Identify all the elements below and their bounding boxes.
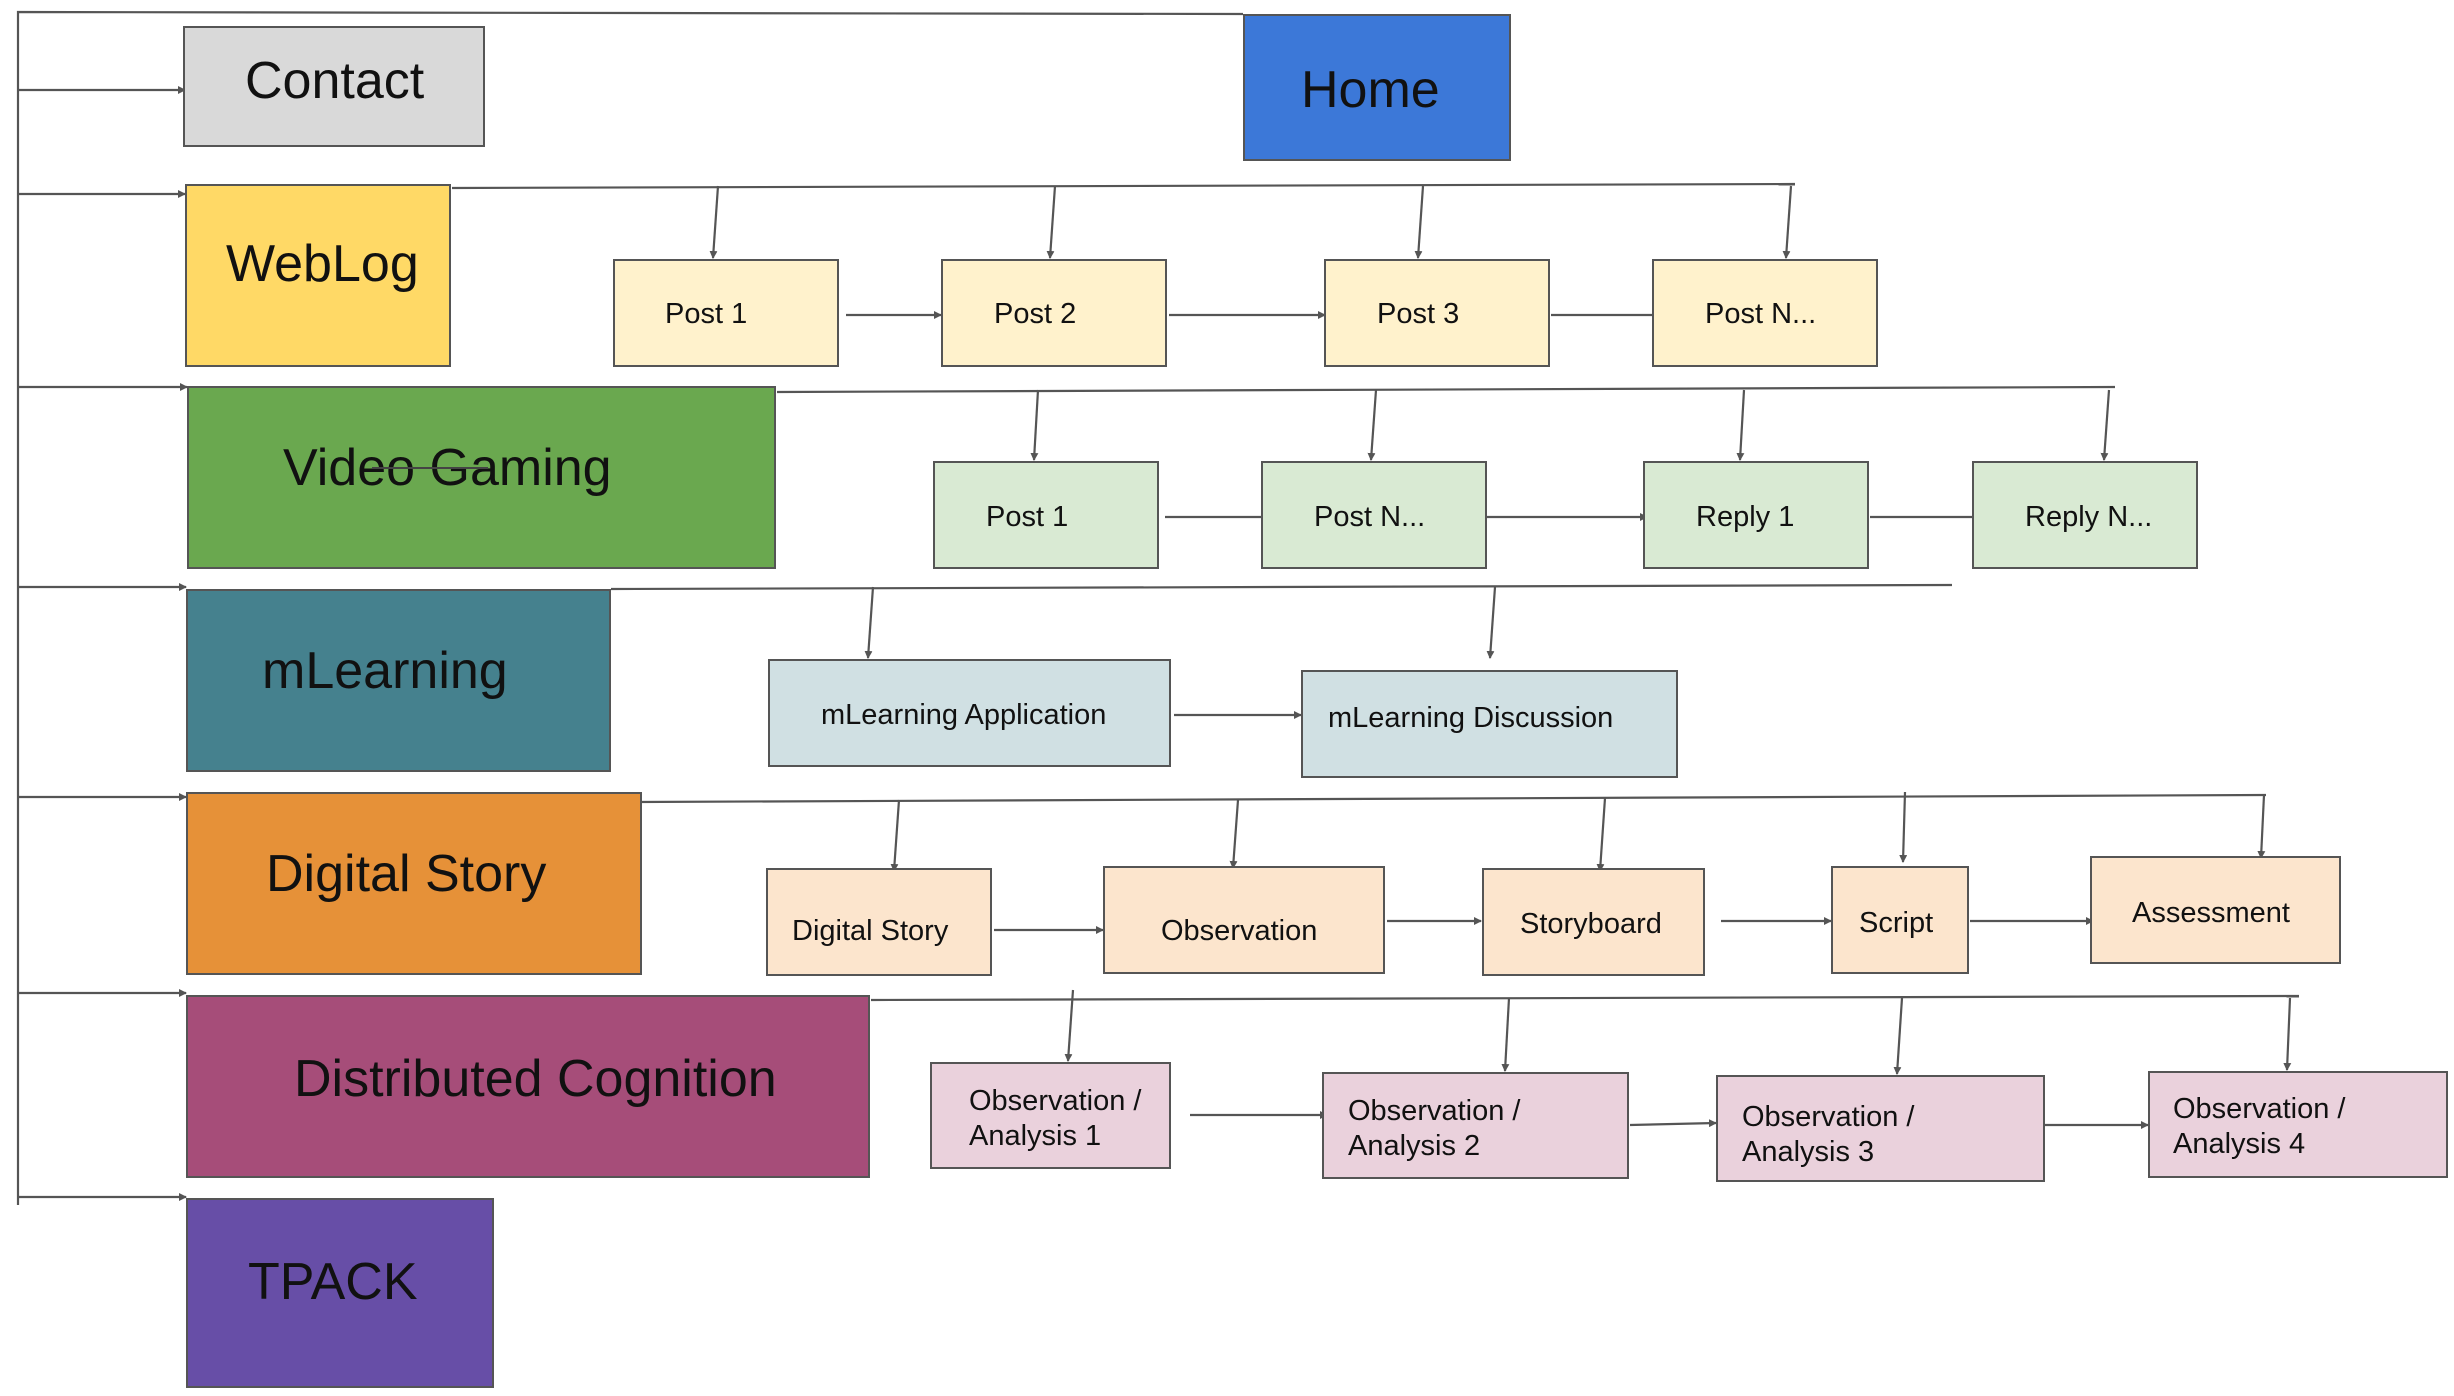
video-gaming-item-label: Post N... (1314, 501, 1426, 533)
weblog-drop-3 (1414, 185, 1425, 259)
cognition-item-line2: Analysis 2 (1348, 1130, 1481, 1162)
cognition-item-line2: Analysis 4 (2173, 1128, 2306, 1160)
video-drop-2 (1367, 389, 1378, 461)
video-gaming-item-label: Post 1 (986, 501, 1069, 533)
cognition-drop-3 (1893, 997, 1904, 1075)
weblog-drop-4 (1782, 185, 1793, 259)
weblog-label: WebLog (226, 235, 419, 293)
mlearning-item[interactable]: mLearning Application (768, 659, 1171, 767)
digital-story-drop-4 (1899, 791, 1908, 863)
digital-story-item[interactable]: Digital Story (766, 868, 992, 976)
cognition-item[interactable]: Observation / Analysis 1 (930, 1062, 1171, 1169)
video-gaming-node[interactable]: Video Gaming (187, 386, 776, 569)
digital-story-item-label: Assessment (2132, 897, 2290, 929)
digital-story-label: Digital Story (266, 845, 547, 903)
weblog-drop-2 (1046, 185, 1057, 259)
cognition-item-line1: Observation / (1348, 1095, 1521, 1127)
contact-label: Contact (245, 52, 425, 110)
weblog-node[interactable]: WebLog (185, 184, 451, 367)
cognition-item[interactable]: Observation / Analysis 3 (1716, 1075, 2045, 1182)
digital-story-bus-line (636, 793, 2267, 804)
tpack-label: TPACK (248, 1253, 418, 1311)
mlearning-bus-line (610, 583, 1953, 591)
mlearning-item-label: mLearning Discussion (1328, 702, 1614, 734)
video-bus-line (776, 385, 2116, 394)
weblog-item[interactable]: Post 2 (941, 259, 1167, 367)
mlearning-item-label: mLearning Application (821, 699, 1107, 731)
digital-story-drop-1 (890, 799, 901, 872)
mlearning-drop-2 (1486, 586, 1497, 659)
digital-story-drop-3 (1596, 797, 1607, 872)
video-gaming-strike-line (372, 467, 488, 469)
home-node[interactable]: Home (1243, 14, 1511, 161)
digital-story-item[interactable]: Script (1831, 866, 1969, 974)
cognition-item-line2: Analysis 1 (969, 1120, 1102, 1152)
distributed-cognition-label: Distributed Cognition (294, 1050, 777, 1108)
video-drop-1 (1030, 389, 1040, 461)
tpack-node[interactable]: TPACK (186, 1198, 494, 1388)
cognition-drop-2 (1501, 997, 1511, 1072)
mlearning-node[interactable]: mLearning (186, 589, 611, 772)
weblog-item-label: Post 2 (994, 298, 1077, 330)
mlearning-drop-1 (864, 586, 875, 659)
home-label: Home (1301, 61, 1440, 119)
cognition-drop-4 (2283, 997, 2292, 1071)
cognition-chain-2 (1629, 1119, 1717, 1128)
mlearning-item[interactable]: mLearning Discussion (1301, 670, 1678, 778)
distributed-cognition-node[interactable]: Distributed Cognition (186, 995, 870, 1178)
digital-story-node[interactable]: Digital Story (186, 792, 642, 975)
contact-node[interactable]: Contact (183, 26, 485, 147)
digital-story-item-label: Observation (1161, 915, 1318, 947)
video-gaming-item[interactable]: Reply N... (1972, 461, 2198, 569)
mlearning-label: mLearning (262, 642, 508, 700)
cognition-bus-line (870, 994, 2300, 1002)
weblog-item-label: Post 1 (665, 298, 748, 330)
cognition-item[interactable]: Observation / Analysis 2 (1322, 1072, 1629, 1179)
weblog-item-label: Post 3 (1377, 298, 1460, 330)
cognition-item-line1: Observation / (969, 1085, 1142, 1117)
video-gaming-item-label: Reply N... (2025, 501, 2153, 533)
video-gaming-item[interactable]: Post N... (1261, 461, 1487, 569)
cognition-item[interactable]: Observation / Analysis 4 (2148, 1071, 2448, 1178)
digital-story-item[interactable]: Observation (1103, 866, 1385, 974)
digital-story-item-label: Storyboard (1520, 908, 1662, 940)
weblog-item[interactable]: Post N... (1652, 259, 1878, 367)
digital-story-item[interactable]: Storyboard (1482, 868, 1705, 976)
video-drop-3 (1736, 389, 1746, 461)
video-drop-4 (2100, 389, 2111, 461)
video-gaming-item-label: Reply 1 (1696, 501, 1795, 533)
video-gaming-item[interactable]: Reply 1 (1643, 461, 1869, 569)
home-link-line (16, 10, 1244, 1205)
weblog-bus-line (451, 182, 1796, 190)
cognition-item-line1: Observation / (2173, 1093, 2346, 1125)
digital-story-drop-5 (2257, 794, 2266, 859)
digital-story-item[interactable]: Assessment (2090, 856, 2341, 964)
cognition-item-line2: Analysis 3 (1742, 1136, 1875, 1168)
weblog-item[interactable]: Post 3 (1324, 259, 1550, 367)
digital-story-drop-2 (1229, 799, 1240, 869)
weblog-item[interactable]: Post 1 (613, 259, 839, 367)
weblog-item-label: Post N... (1705, 298, 1817, 330)
digital-story-item-label: Script (1859, 907, 1934, 939)
video-gaming-item[interactable]: Post 1 (933, 461, 1159, 569)
cognition-drop-1 (1064, 989, 1075, 1062)
cognition-item-line1: Observation / (1742, 1101, 1915, 1133)
weblog-drop-1 (709, 185, 720, 259)
digital-story-item-label: Digital Story (792, 915, 949, 947)
